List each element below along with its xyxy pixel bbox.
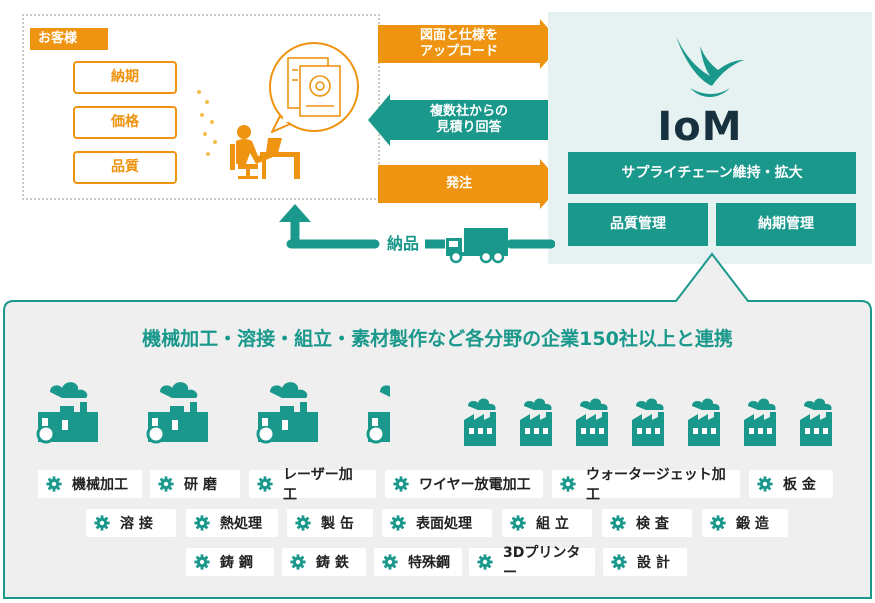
estimate-arrow: 複数社からの 見積り回答 <box>368 94 548 146</box>
tag-grinding: 研 磨 <box>150 470 240 498</box>
gear-icon <box>477 554 493 570</box>
tag-label: 鍛 造 <box>736 516 769 532</box>
gear-icon <box>393 476 409 492</box>
small-factory-icons <box>464 398 832 446</box>
tag-special-steel: 特殊鋼 <box>374 548 462 576</box>
iom-logo-label: IoM <box>657 104 743 150</box>
factory-icon <box>632 398 664 446</box>
delivery-arrow <box>279 204 555 249</box>
delivery-management-box: 納期管理 <box>716 203 856 246</box>
factory-icon <box>744 398 776 446</box>
tag-heat-treatment: 熱処理 <box>186 509 278 537</box>
gear-icon <box>710 515 726 531</box>
estimate-label: 複数社からの 見積り回答 <box>429 104 508 135</box>
upload-label: 図面と仕様を アップロード <box>419 28 498 59</box>
partner-title: 機械加工・溶接・組立・素材製作など各分野の企業150社以上と連携 <box>142 328 733 350</box>
tag-cast-iron: 鋳 鉄 <box>282 548 366 576</box>
factory-icon <box>520 398 552 446</box>
gear-icon <box>610 515 626 531</box>
gear-icon <box>158 476 174 492</box>
person-at-desk-icon <box>230 125 300 179</box>
quality-management-box: 品質管理 <box>568 203 708 246</box>
tag-forging: 鍛 造 <box>702 509 788 537</box>
gear-icon <box>94 515 110 531</box>
tag-assembly: 組 立 <box>502 509 592 537</box>
large-factory-icons <box>36 380 390 444</box>
gear-icon <box>757 476 773 492</box>
factory-icon <box>576 398 608 446</box>
gear-icon <box>194 554 210 570</box>
gear-icon <box>560 476 576 492</box>
tag-waterjet: ウォータージェット加工 <box>552 467 740 503</box>
tag-label: 組 立 <box>536 516 569 532</box>
factory-icon <box>464 398 496 446</box>
factory-icon <box>688 398 720 446</box>
requirement-quality: 品質 <box>73 151 177 184</box>
tag-label: レーザー加工 <box>283 467 353 503</box>
truck-icon <box>446 228 508 264</box>
tag-label: 研 磨 <box>184 477 217 493</box>
supply-chain-box: サプライチェーン維持・拡大 <box>568 152 856 194</box>
tag-inspection: 検 査 <box>602 509 692 537</box>
tag-label: 表面処理 <box>416 516 472 532</box>
tag-label: 鋳 鉄 <box>316 555 349 571</box>
order-label: 発注 <box>445 176 472 191</box>
gear-icon <box>194 515 210 531</box>
requirement-price: 価格 <box>73 106 177 139</box>
tag-label: 溶 接 <box>120 516 153 532</box>
tag-cast-steel: 鋳 鋼 <box>186 548 274 576</box>
tag-design: 設 計 <box>603 548 687 576</box>
factory-icon <box>36 380 100 444</box>
order-arrow: 発注 <box>378 159 562 209</box>
tag-laser: レーザー加工 <box>249 467 376 503</box>
tag-label: 特殊鋼 <box>408 555 450 571</box>
gear-icon <box>510 515 526 531</box>
factory-icon <box>800 398 832 446</box>
tag-sheet-metal: 板 金 <box>749 470 833 498</box>
gear-icon <box>290 554 306 570</box>
tag-label: 3Dプリンター <box>503 545 581 581</box>
customer-illustration <box>230 42 359 179</box>
tag-fabrication: 製 缶 <box>287 509 373 537</box>
tag-label: ウォータージェット加工 <box>586 467 726 503</box>
tag-label: 鋳 鋼 <box>220 555 253 571</box>
tag-label: 検 査 <box>636 516 669 532</box>
tag-label: ワイヤー放電加工 <box>419 477 531 493</box>
tag-label: 機械加工 <box>72 477 128 493</box>
gear-icon <box>611 554 627 570</box>
delivery-label: 納品 <box>386 234 419 253</box>
tag-3d-printer: 3Dプリンター <box>469 545 595 581</box>
requirement-delivery-time: 納期 <box>73 61 177 94</box>
tag-label: 板 金 <box>783 477 816 493</box>
tag-label: 熱処理 <box>220 516 262 532</box>
drawing-document-icon <box>287 57 341 117</box>
upload-arrow: 図面と仕様を アップロード <box>378 19 562 69</box>
gear-icon <box>295 515 311 531</box>
gear-icon <box>382 554 398 570</box>
tag-welding: 溶 接 <box>86 509 176 537</box>
tag-machining: 機械加工 <box>38 470 142 498</box>
gear-icon <box>46 476 62 492</box>
gear-icon <box>257 476 273 492</box>
factory-icon <box>146 380 210 444</box>
tag-label: 設 計 <box>637 555 670 571</box>
factory-icon <box>366 380 390 444</box>
tag-wire-edm: ワイヤー放電加工 <box>385 470 543 498</box>
tag-surface-treatment: 表面処理 <box>382 509 492 537</box>
iom-logo-text: IoM <box>640 105 760 149</box>
tag-label: 製 缶 <box>321 516 354 532</box>
swallow-logo-icon <box>676 36 744 98</box>
factory-icon <box>256 380 320 444</box>
gear-icon <box>390 515 406 531</box>
customer-label: お客様 <box>30 28 108 50</box>
